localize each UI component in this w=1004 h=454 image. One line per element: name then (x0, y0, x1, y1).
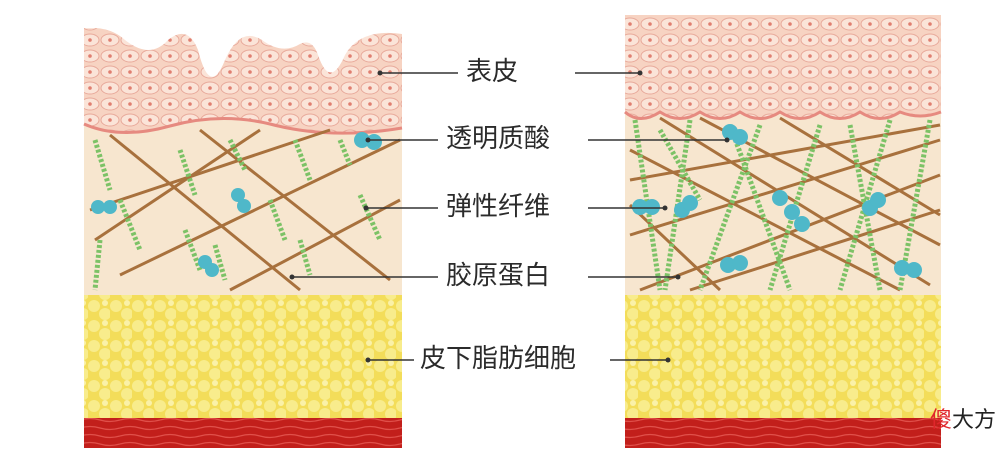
label-epidermis: 表皮 (466, 57, 519, 87)
label-subcutaneous-fat: 皮下脂肪细胞 (420, 344, 577, 374)
right-muscle-layer (625, 418, 941, 448)
left-muscle-layer (84, 418, 402, 448)
right-fat-layer (625, 295, 941, 418)
right-skin-panel (624, 15, 942, 448)
left-fat-layer (84, 295, 402, 418)
watermark-first-char: 傻 (929, 408, 952, 433)
left-elastic-fibers (92, 138, 383, 291)
label-hyaluronic-acid: 透明质酸 (446, 124, 551, 154)
left-collagen-fibers (89, 128, 401, 292)
right-epidermis (625, 15, 941, 119)
watermark-rest: 大方 (951, 408, 996, 433)
right-hyaluronic-acid (632, 124, 922, 278)
leader-lines (292, 72, 727, 361)
label-collagen: 胶原蛋白 (446, 261, 551, 291)
left-hyaluronic-acid (91, 132, 382, 277)
watermark: 傻大方 (930, 402, 996, 434)
label-elastic-fiber: 弹性纤维 (446, 192, 551, 222)
left-skin-panel (83, 27, 403, 448)
leader-dots (289, 70, 730, 363)
